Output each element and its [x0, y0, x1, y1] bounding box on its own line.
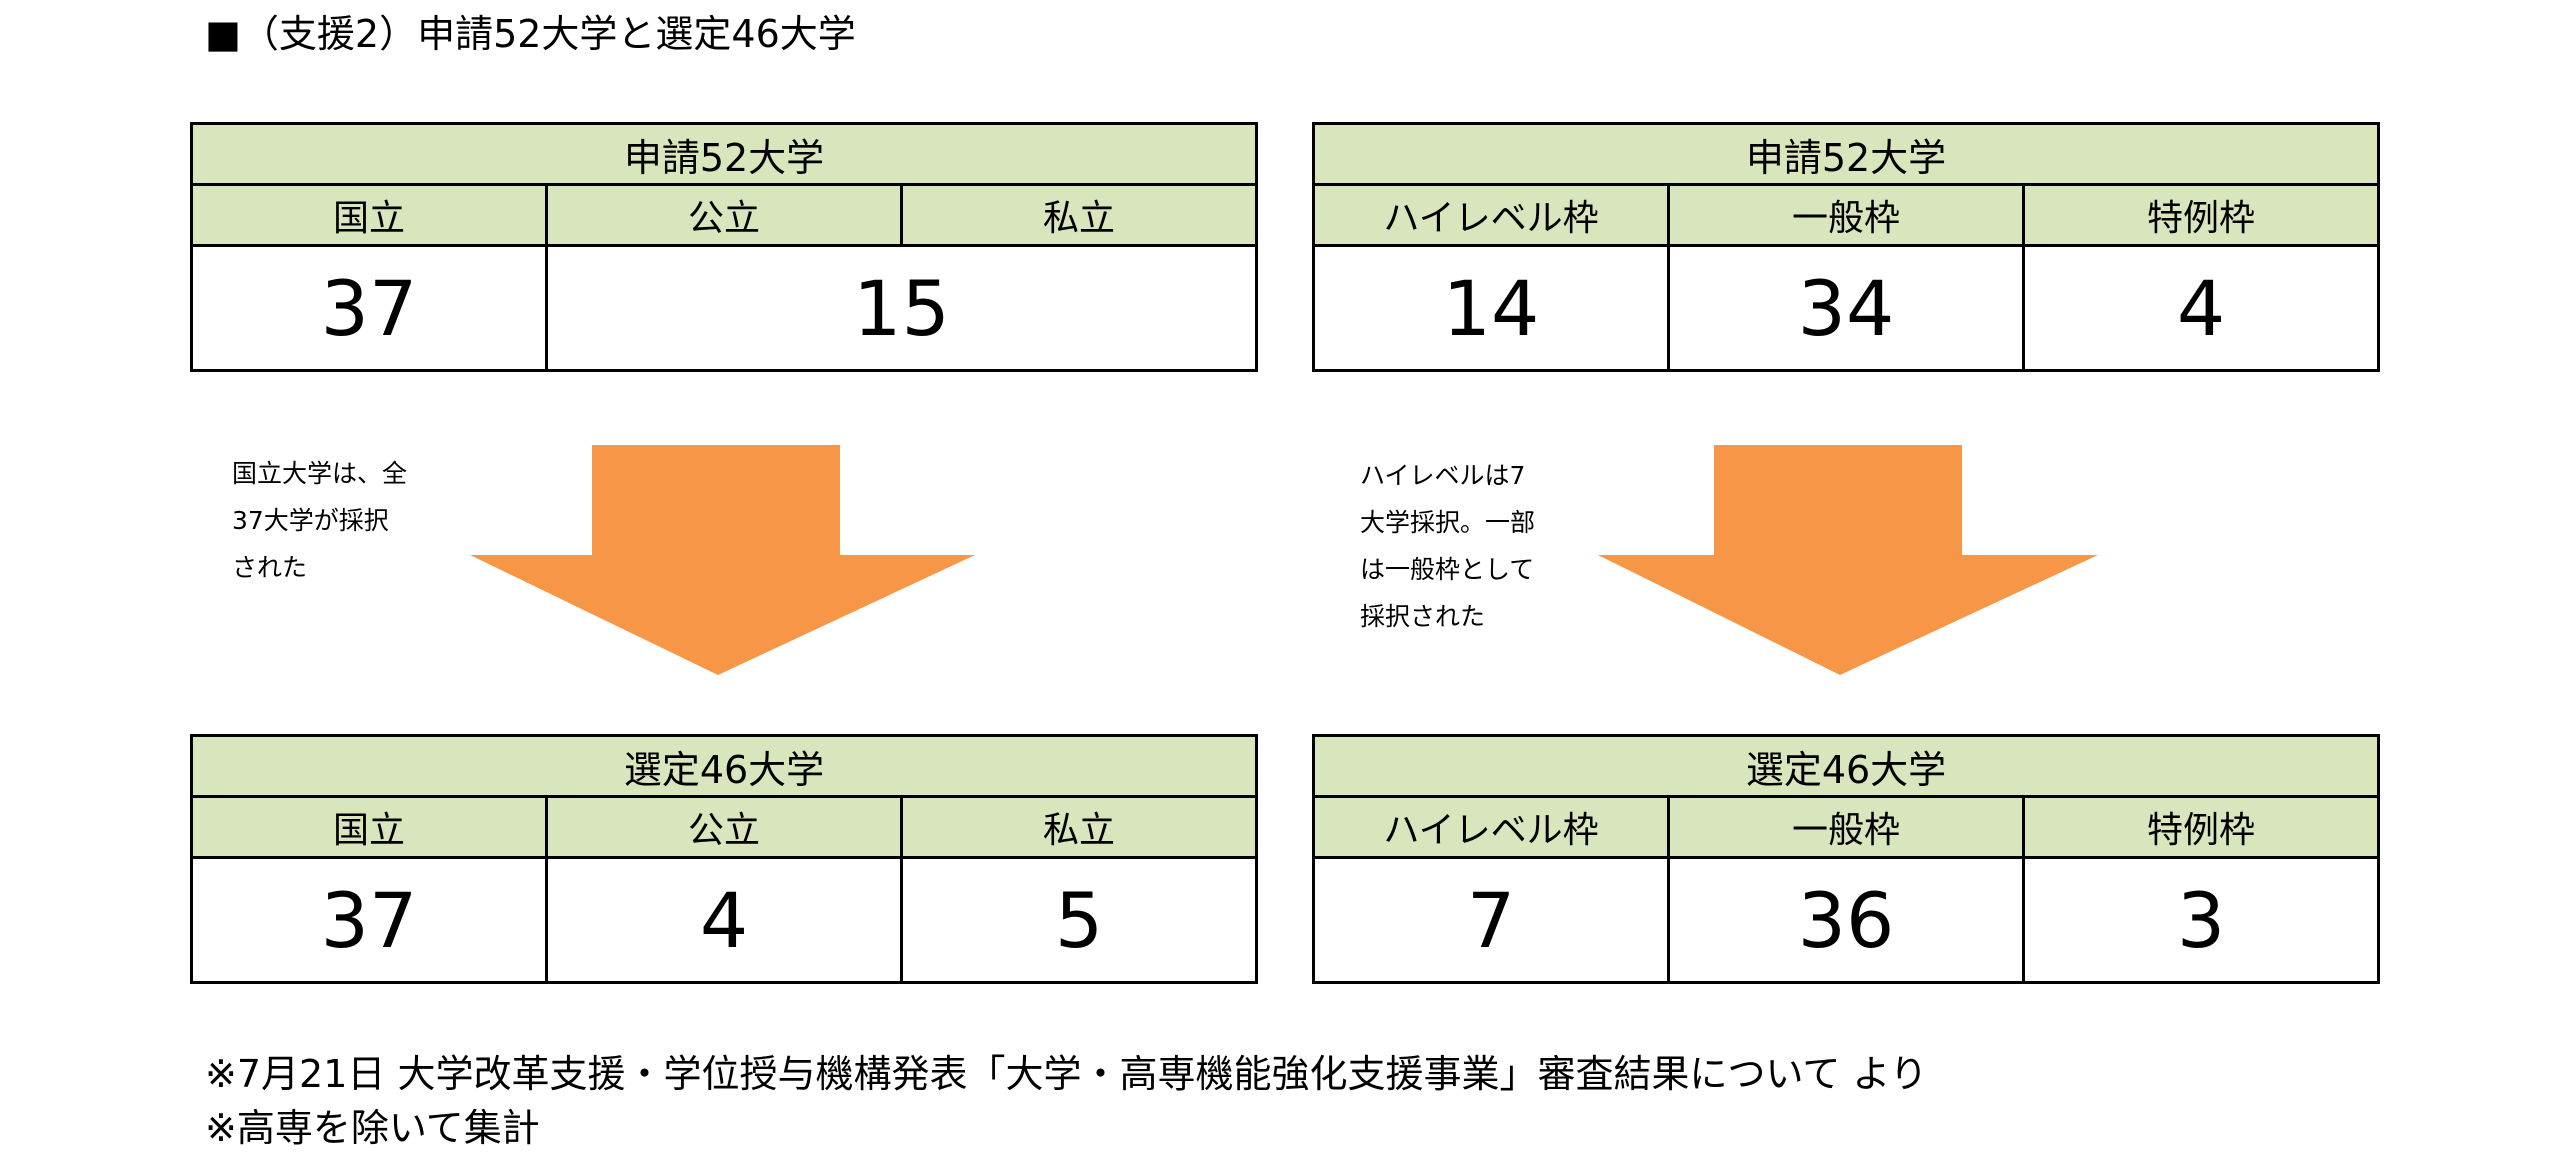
table-selections-by-type: 選定46大学 国立 公立 私立 37 4 5 — [190, 734, 1258, 984]
page-title: ■（支援2）申請52大学と選定46大学 — [205, 12, 856, 56]
column-header-public: 公立 — [545, 183, 903, 247]
value-national: 37 — [190, 244, 548, 372]
value-high-level: 14 — [1312, 244, 1670, 372]
note-left: 国立大学は、全 37大学が採択 された — [232, 450, 407, 591]
table-header: 選定46大学 — [190, 734, 1258, 798]
note-line: された — [232, 553, 308, 582]
value-private: 5 — [900, 856, 1258, 984]
note-line: ハイレベルは7 — [1360, 461, 1526, 490]
column-header-national: 国立 — [190, 183, 548, 247]
column-header-high-level: ハイレベル枠 — [1312, 795, 1670, 859]
table-applications-by-track: 申請52大学 ハイレベル枠 一般枠 特例枠 14 34 4 — [1312, 122, 2380, 372]
note-line: 大学採択。一部 — [1360, 508, 1536, 537]
value-public: 4 — [545, 856, 903, 984]
value-special: 3 — [2022, 856, 2380, 984]
table-applications-by-type: 申請52大学 国立 公立 私立 37 15 — [190, 122, 1258, 372]
footnote-source: ※7月21日 大学改革支援・学位授与機構発表「大学・高専機能強化支援事業」審査結… — [205, 1052, 1928, 1096]
column-header-public: 公立 — [545, 795, 903, 859]
column-header-high-level: ハイレベル枠 — [1312, 183, 1670, 247]
table-header: 選定46大学 — [1312, 734, 2380, 798]
down-arrow-right — [1598, 445, 2098, 675]
column-header-national: 国立 — [190, 795, 548, 859]
column-header-private: 私立 — [900, 795, 1258, 859]
value-general: 36 — [1667, 856, 2025, 984]
value-high-level: 7 — [1312, 856, 1670, 984]
table-selections-by-track: 選定46大学 ハイレベル枠 一般枠 特例枠 7 36 3 — [1312, 734, 2380, 984]
note-line: は一般枠として — [1360, 555, 1535, 584]
note-line: 37大学が採択 — [232, 506, 389, 535]
note-line: 国立大学は、全 — [232, 459, 408, 488]
value-public-private: 15 — [545, 244, 1258, 372]
value-special: 4 — [2022, 244, 2380, 372]
column-header-private: 私立 — [900, 183, 1258, 247]
footnote-exclusion: ※高専を除いて集計 — [205, 1106, 540, 1150]
down-arrow-left — [470, 445, 975, 675]
note-right: ハイレベルは7 大学採択。一部 は一般枠として 採択された — [1360, 452, 1535, 640]
column-header-special: 特例枠 — [2022, 795, 2380, 859]
table-header: 申請52大学 — [1312, 122, 2380, 186]
column-header-general: 一般枠 — [1667, 795, 2025, 859]
column-header-general: 一般枠 — [1667, 183, 2025, 247]
table-header: 申請52大学 — [190, 122, 1258, 186]
column-header-special: 特例枠 — [2022, 183, 2380, 247]
value-general: 34 — [1667, 244, 2025, 372]
value-national: 37 — [190, 856, 548, 984]
note-line: 採択された — [1360, 602, 1486, 631]
